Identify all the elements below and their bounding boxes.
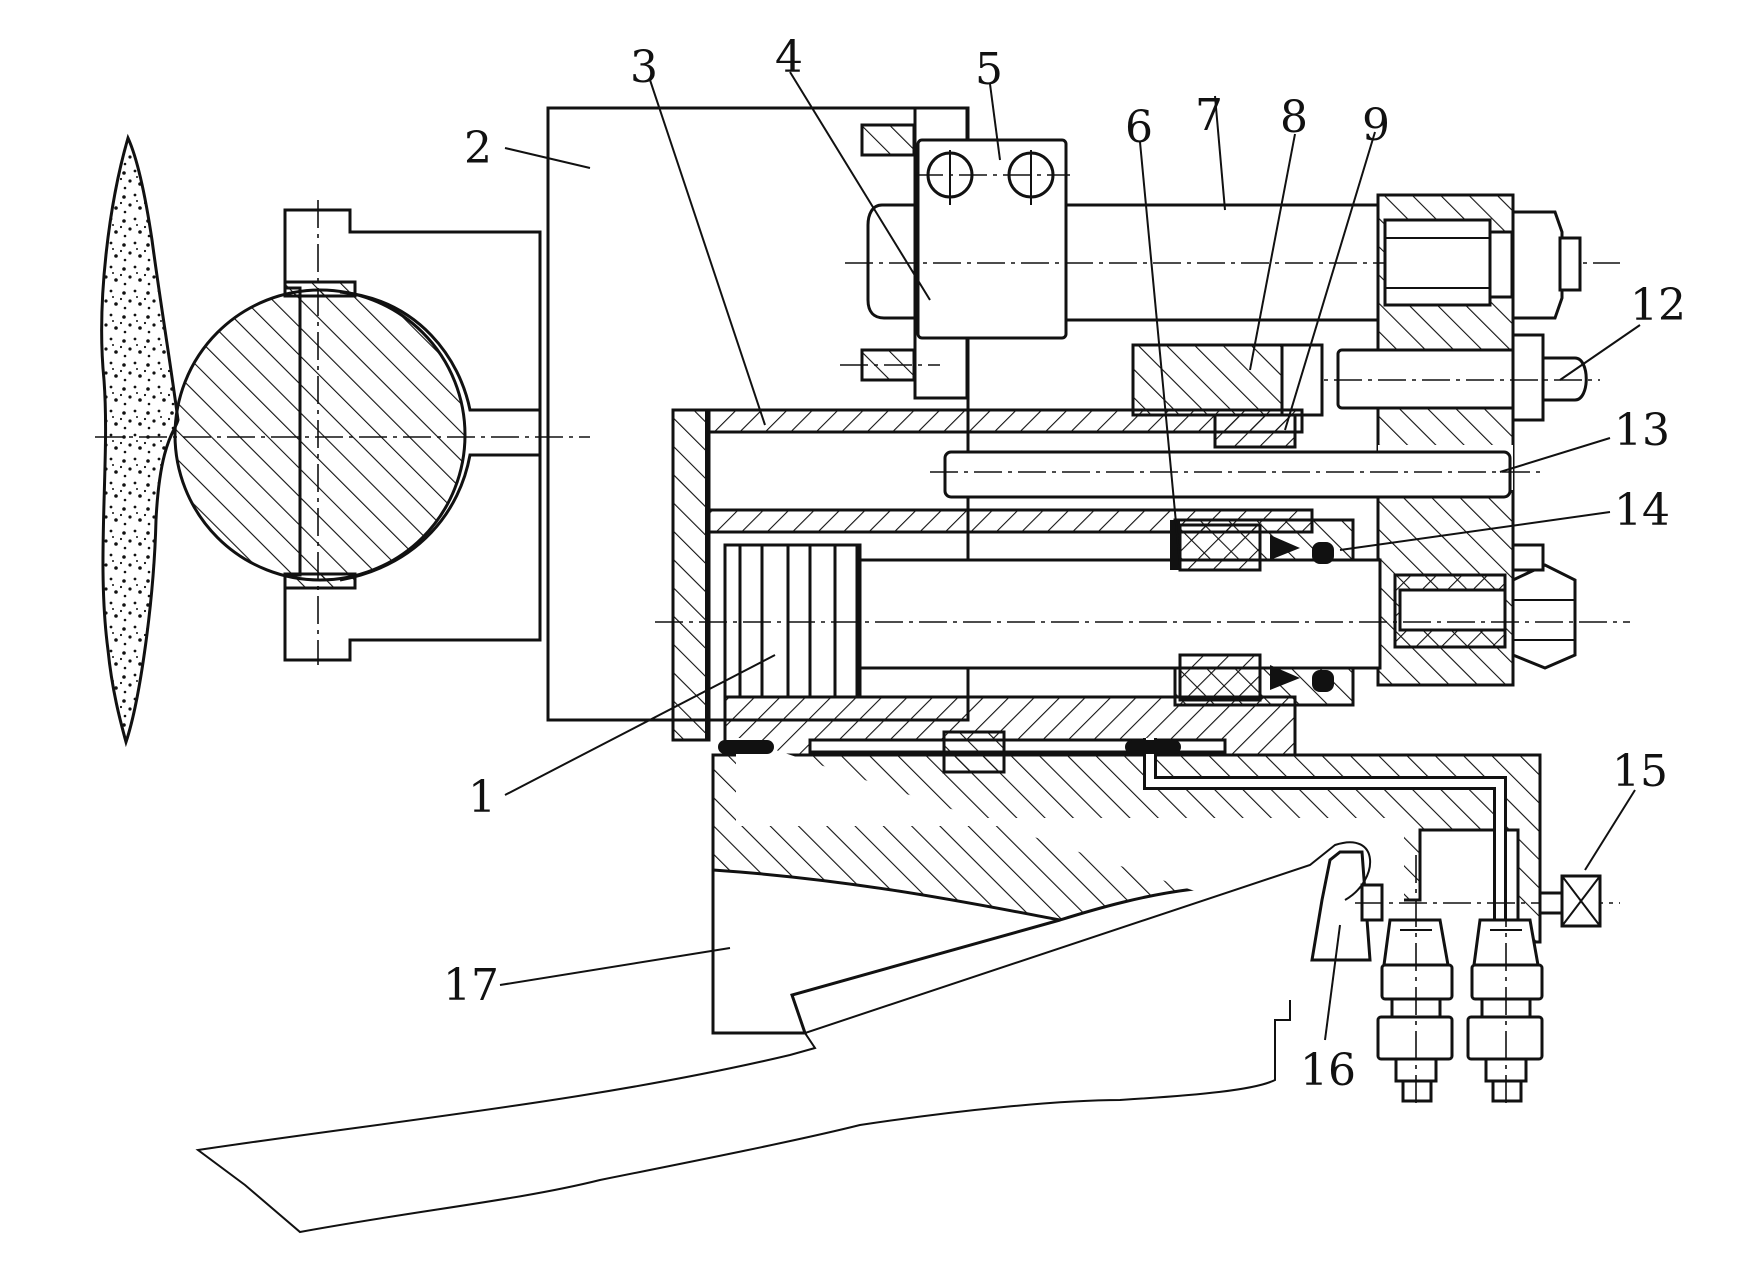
callout-2: 2: [464, 123, 492, 174]
callout-7: 7: [1195, 90, 1223, 141]
leader-lines: [499, 71, 1641, 1041]
machine-bed: [195, 841, 1371, 1234]
callout-16: 16: [1300, 1045, 1356, 1096]
callout-14: 14: [1614, 485, 1670, 536]
valve-15: [1538, 874, 1602, 928]
clamp-block-4: [840, 106, 1070, 400]
callout-labels: 1 2 3 4 5 6 7 8 9 12 13 14 15 16 17: [443, 32, 1686, 1096]
base-block: [711, 738, 1542, 960]
hose-fitting-left: [1376, 855, 1454, 1108]
callout-17: 17: [443, 960, 499, 1011]
workpiece-section: [173, 288, 467, 582]
callout-8: 8: [1280, 92, 1308, 143]
callout-13: 13: [1614, 405, 1670, 456]
seal-pack-14: [1170, 520, 1334, 702]
stop-16: [1310, 850, 1372, 962]
callout-4: 4: [775, 32, 803, 83]
seal-6: [1170, 520, 1180, 570]
callout-1: 1: [468, 772, 496, 823]
callout-3: 3: [630, 42, 658, 93]
workpiece-holder: [173, 200, 542, 665]
piston-1: [655, 543, 1630, 699]
end-flange: [1376, 193, 1582, 687]
callout-12: 12: [1630, 280, 1686, 331]
callout-9: 9: [1362, 100, 1390, 151]
hose-fitting-right: [1466, 855, 1544, 1108]
callout-6: 6: [1125, 102, 1153, 153]
upper-rod-7: [845, 203, 1620, 322]
grinding-wheel: [100, 133, 180, 748]
guide-rod-13: [930, 450, 1545, 499]
callout-15: 15: [1612, 746, 1668, 797]
callout-5: 5: [975, 44, 1003, 95]
